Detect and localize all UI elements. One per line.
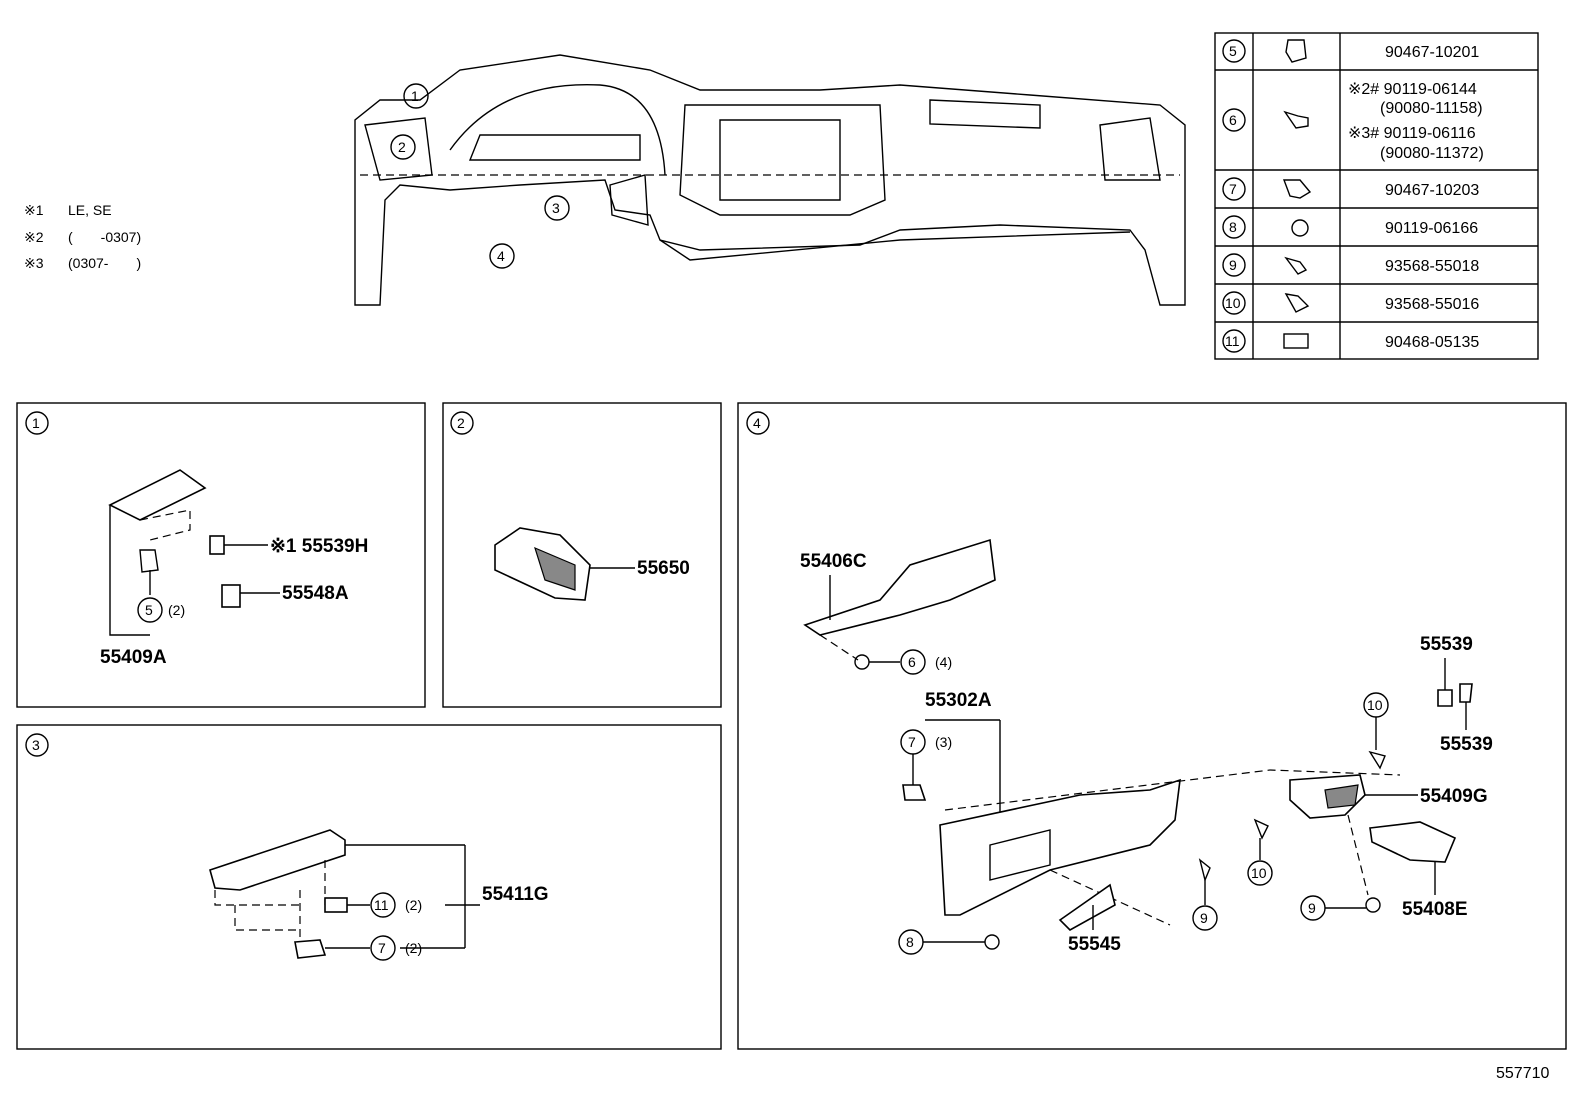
table-part-6a: ※2# 90119-06144 — [1348, 81, 1477, 98]
table-part-10: 93568-55016 — [1385, 296, 1479, 313]
table-ref-6-label: 6 — [1229, 112, 1237, 128]
panel-3-ref11: 11 — [374, 897, 389, 913]
overview-callout-4-label: 4 — [497, 248, 505, 264]
table-ref-5-label: 5 — [1229, 43, 1237, 59]
label-55539-bottom: 55539 — [1440, 734, 1493, 755]
label-55539H: ※1 55539H — [270, 536, 368, 557]
bolt-icon — [1291, 219, 1309, 237]
table-part-7: 90467-10203 — [1385, 182, 1479, 199]
panel-4-ref10b: 10 — [1367, 697, 1383, 713]
table-ref-11-label: 11 — [1225, 333, 1240, 349]
label-55545: 55545 — [1068, 934, 1121, 955]
panel-3-ref: 3 — [32, 737, 40, 753]
table-part-5: 90467-10201 — [1385, 44, 1479, 61]
panel-4-ref: 4 — [753, 415, 761, 431]
notes: ※1 LE, SE ※2 ( -0307) ※3 (0307- ) — [24, 202, 141, 271]
panel-4-ref9b: 9 — [1308, 900, 1316, 916]
panel-4-ref8: 8 — [906, 934, 914, 950]
table-part-11: 90468-05135 — [1385, 334, 1479, 351]
overview-callout-3 — [544, 195, 570, 221]
note-2-mark: ※2 — [24, 229, 44, 245]
table-ref-10-label: 10 — [1225, 295, 1241, 311]
overview-callout-1-label: 1 — [411, 88, 419, 104]
table-ref-8-label: 8 — [1229, 219, 1237, 235]
note-2-text: ( -0307) — [68, 229, 141, 245]
label-55409G: 55409G — [1420, 786, 1488, 807]
label-55411G: 55411G — [482, 884, 549, 905]
label-55650: 55650 — [637, 558, 690, 579]
label-55302A: 55302A — [925, 690, 992, 711]
table-part-6b-alt: (90080-11372) — [1380, 145, 1484, 162]
panel-4-ref6: 6 — [908, 654, 916, 670]
panel-3-ref7: 7 — [378, 940, 386, 956]
panel-1-qty5: (2) — [168, 602, 185, 618]
panel-1-ref5: 5 — [145, 602, 153, 618]
panel-1: 1 ※1 55539H 55548A 5 (2) 55409A — [16, 402, 426, 708]
panel-4-ref10a: 10 — [1251, 865, 1267, 881]
table-ref-9 — [1222, 253, 1246, 277]
fastener-table: 5 90467-10201 6 ※2# 90119-06144 (90080-1… — [1214, 32, 1539, 360]
overview-callout-3-label: 3 — [552, 200, 560, 216]
overview-callout-1 — [403, 83, 429, 109]
panel-4: 4 55406C 6 (4) 55302A 7 (3) 55545 8 9 — [737, 402, 1567, 1050]
table-ref-7-label: 7 — [1229, 181, 1237, 197]
table-ref-6 — [1222, 108, 1246, 132]
note-1-mark: ※1 — [24, 202, 44, 218]
note-3-mark: ※3 — [24, 255, 44, 271]
clip-icon — [1283, 333, 1309, 349]
bolt-icon — [1283, 110, 1309, 129]
table-ref-5 — [1222, 39, 1246, 63]
label-55409A: 55409A — [100, 647, 167, 668]
dashboard-overview: 1 2 3 4 — [354, 54, 1186, 306]
panel-3-qty11: (2) — [405, 897, 422, 913]
overview-callout-2 — [390, 134, 416, 160]
diagram-id: 557710 — [1496, 1065, 1549, 1082]
panel-4-ref9a: 9 — [1200, 910, 1208, 926]
table-part-9: 93568-55018 — [1385, 258, 1479, 275]
table-part-6b: ※3# 90119-06116 — [1348, 125, 1476, 142]
clip-icon — [1282, 179, 1312, 199]
table-part-6a-alt: (90080-11158) — [1380, 100, 1483, 117]
label-55548A: 55548A — [282, 583, 349, 604]
label-55406C: 55406C — [800, 551, 867, 572]
panel-2-ref: 2 — [457, 415, 465, 431]
table-ref-8 — [1222, 215, 1246, 239]
overview-callout-2-label: 2 — [398, 139, 406, 155]
table-ref-9-label: 9 — [1229, 257, 1237, 273]
panel-4-qty6: (4) — [935, 654, 952, 670]
table-ref-10 — [1222, 291, 1246, 315]
table-part-8: 90119-06166 — [1385, 220, 1478, 237]
panel-4-ref7: 7 — [908, 734, 916, 750]
panel-1-ref: 1 — [32, 415, 40, 431]
screw-icon — [1284, 256, 1308, 275]
note-3-text: (0307- ) — [68, 255, 141, 271]
overview-callout-4 — [489, 243, 515, 269]
panel-3: 3 55411G 11 (2) 7 (2) — [16, 724, 722, 1050]
panel-2: 2 55650 — [442, 402, 722, 708]
table-ref-7 — [1222, 177, 1246, 201]
label-55408E: 55408E — [1402, 899, 1468, 920]
clip-icon — [1285, 39, 1307, 63]
panel-4-qty7: (3) — [935, 734, 952, 750]
screw-icon — [1284, 293, 1310, 313]
note-1-text: LE, SE — [68, 202, 112, 218]
table-ref-11 — [1222, 329, 1246, 353]
label-55539-top: 55539 — [1420, 634, 1473, 655]
